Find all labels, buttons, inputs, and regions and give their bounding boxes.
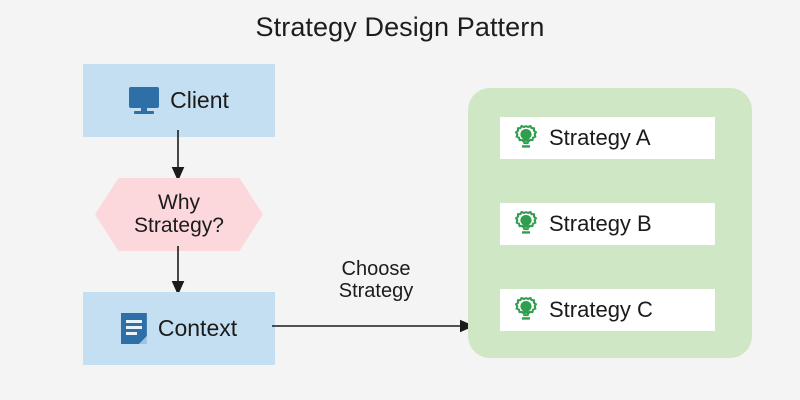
gear-bulb-icon — [514, 125, 538, 148]
document-text-line — [125, 332, 137, 335]
strategy-card[interactable]: Strategy A — [500, 117, 715, 159]
arrow-decision-to-context — [171, 246, 185, 296]
edge-label-line1: Choose — [341, 258, 411, 280]
document-icon — [120, 313, 147, 344]
decision-label-line2: Strategy? — [134, 213, 224, 237]
arrow-context-to-strategy-pool — [272, 319, 475, 333]
monitor-screen — [129, 86, 160, 108]
node-decision-why-strategy[interactable]: Why Strategy? — [95, 178, 263, 251]
node-client-label: Client — [170, 87, 229, 113]
monitor-icon — [129, 86, 160, 115]
page-title: Strategy Design Pattern — [255, 12, 545, 42]
document-text-line — [125, 320, 142, 323]
node-client[interactable]: Client — [83, 64, 275, 137]
monitor-base — [134, 110, 155, 114]
gear-bulb-icon — [514, 211, 538, 234]
monitor-neck — [141, 107, 148, 111]
strategy-card-label: Strategy B — [549, 211, 652, 236]
node-context-label: Context — [157, 315, 238, 341]
strategy-card[interactable]: Strategy B — [500, 203, 715, 245]
strategy-pool-panel: Strategy A Strategy B Strategy C — [468, 88, 752, 358]
strategy-card-label: Strategy A — [549, 125, 651, 150]
document-text-line — [125, 326, 142, 329]
document-fold-corner — [138, 336, 147, 344]
edge-label-choose-strategy: Choose Strategy — [296, 258, 456, 303]
arrow-client-to-decision — [171, 130, 185, 182]
edge-label-line2: Strategy — [338, 280, 414, 303]
strategy-card[interactable]: Strategy C — [500, 289, 715, 331]
gear-bulb-icon — [514, 297, 538, 320]
strategy-card-label: Strategy C — [549, 297, 653, 322]
node-context[interactable]: Context — [83, 292, 275, 365]
decision-label-line1: Why — [158, 190, 200, 214]
